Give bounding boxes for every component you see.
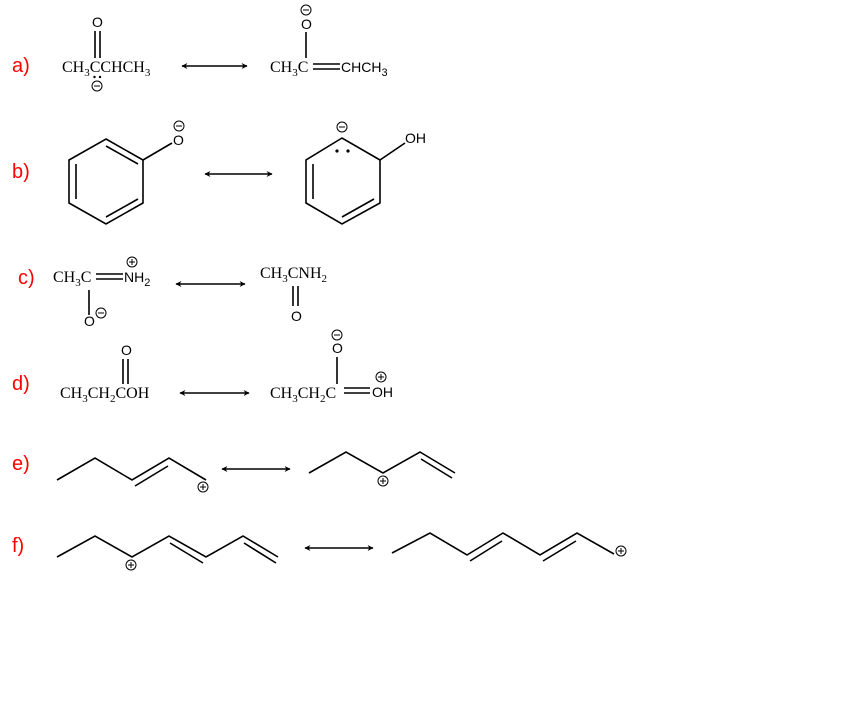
plus-charge-icon [375,371,387,383]
structure-b-left: O [68,120,185,225]
structure-e-right [308,451,456,487]
formula: CH3CH2COH [60,385,150,405]
minus-charge-icon [331,329,343,341]
structure-a-right: O CH3C CHCH3 [270,4,388,79]
plus-charge-icon [125,559,137,571]
formula-left: CH3C [270,59,308,79]
label-b: b) [12,161,30,183]
lone-pair-dot [335,149,339,153]
formula: CH3CCHCH3 [62,59,151,79]
structure-b-right: OH [305,121,426,225]
plus-charge-icon [197,481,209,493]
oxygen-atom: O [84,313,95,329]
hydroxyl-group: OH [405,130,426,146]
resonance-arrows [175,63,374,551]
structure-e-left [56,457,209,493]
oxygen-atom: O [173,132,184,148]
amine-group: NH2 [124,269,150,289]
plus-charge-icon [377,475,389,487]
oxygen-atom: O [92,14,103,30]
plus-charge-icon [126,256,138,268]
structure-a-left: O CH3CCHCH3 [62,14,151,92]
structure-f-right [391,532,627,562]
label-d: d) [12,373,30,395]
formula-right: CHCH3 [341,59,388,79]
label-c: c) [18,267,35,289]
minus-charge-icon [95,307,107,319]
structure-d-right: O CH3CH2C OH [270,329,393,405]
structure-c-right: CH3CNH2 O [260,265,327,324]
minus-charge-icon [91,80,103,92]
formula: CH3C [53,269,91,289]
minus-charge-icon [300,4,312,16]
formula: CH3CNH2 [260,265,327,285]
structure-f-left [56,535,279,571]
oxygen-atom: O [121,342,132,358]
oxygen-atom: O [332,340,343,356]
structure-d-left: O CH3CH2COH [60,342,150,405]
minus-charge-icon [173,120,185,132]
plus-charge-icon [615,545,627,557]
label-f: f) [12,535,24,557]
hydroxyl-group: OH [372,384,393,400]
minus-charge-icon [336,121,348,133]
label-a: a) [12,55,30,77]
lone-pair-dot [93,75,96,79]
oxygen-atom: O [301,16,312,32]
formula: CH3CH2C [270,385,336,405]
label-e: e) [12,453,30,475]
lone-pair-dot [98,75,102,79]
lone-pair-dot [346,149,350,153]
structure-c-left: CH3C NH2 O [53,256,150,329]
oxygen-atom: O [291,308,302,324]
